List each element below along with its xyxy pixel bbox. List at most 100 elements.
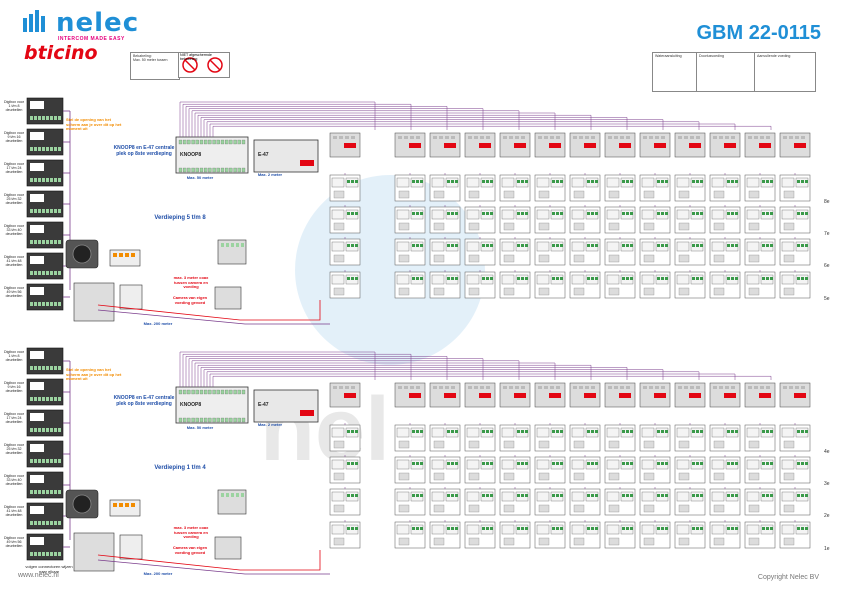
floor-label: 6e <box>824 263 830 269</box>
digibox-terminal <box>30 552 33 556</box>
digibox-terminal <box>42 552 45 556</box>
node-terminal <box>191 417 195 423</box>
apartment-station <box>678 190 690 199</box>
node-terminal <box>216 139 220 145</box>
digibox-terminal <box>46 552 49 556</box>
apartment-station <box>333 440 345 449</box>
apartment-station <box>643 504 655 513</box>
apartment-terminal <box>552 212 555 215</box>
node-terminal <box>233 417 237 423</box>
apartment-terminal <box>797 462 800 465</box>
max-bus-label: Max. 50 meter <box>186 425 214 430</box>
node-terminal <box>208 139 212 145</box>
apartment-station <box>643 472 655 481</box>
digibox-terminal <box>30 209 33 213</box>
digibox-terminal <box>38 147 41 151</box>
distribution-terminal <box>649 386 653 389</box>
node-terminal <box>183 417 187 423</box>
cable-bus <box>188 358 484 387</box>
apartment-terminal <box>700 462 703 465</box>
apartment-terminal <box>351 430 354 433</box>
bottom-label: volgen connectoren wijzen naar elkaar <box>25 564 73 574</box>
note-unshielded-text: NIET afgeschermde bekabeling <box>180 53 212 61</box>
apartment-terminal <box>412 180 415 183</box>
distribution-terminal <box>696 386 700 389</box>
footer-copyright: Copyright Nelec BV <box>757 574 819 581</box>
dtp-terminal <box>241 243 244 247</box>
apartment-terminal <box>490 494 493 497</box>
apartment-terminal <box>692 277 695 280</box>
apartment-terminal <box>347 277 350 280</box>
apartment-terminal <box>482 494 485 497</box>
apartment-terminal <box>416 244 419 247</box>
apartment-terminal <box>455 244 458 247</box>
apartment-terminal <box>351 212 354 215</box>
digibox-terminal <box>50 147 53 151</box>
apartment-terminal <box>351 277 354 280</box>
distribution-brand <box>689 143 701 148</box>
node-terminal <box>208 167 212 173</box>
relay-terminal <box>131 253 135 257</box>
distribution-terminal <box>748 136 752 139</box>
apartment-terminal <box>560 212 563 215</box>
apartment-monitor <box>466 491 480 502</box>
node-terminal <box>183 389 187 395</box>
apartment-terminal <box>517 212 520 215</box>
apartment-station <box>398 190 410 199</box>
apartment-station <box>678 537 690 546</box>
node-terminal <box>233 167 237 173</box>
apartment-terminal <box>595 430 598 433</box>
apartment-monitor <box>711 177 725 188</box>
apartment-terminal <box>661 212 664 215</box>
distribution-terminal <box>748 386 752 389</box>
apartment-terminal <box>521 527 524 530</box>
distribution-terminal <box>550 386 554 389</box>
digibox-terminal <box>58 366 61 370</box>
distribution-brand <box>514 143 526 148</box>
apartment-station <box>783 537 795 546</box>
apartment-station <box>433 254 445 263</box>
apartment-terminal <box>420 277 423 280</box>
apartment-monitor <box>746 241 760 252</box>
apartment-terminal <box>801 494 804 497</box>
apartment-monitor <box>396 459 410 470</box>
apartment-terminal <box>416 462 419 465</box>
apartment-terminal <box>735 244 738 247</box>
digibox-terminal <box>30 428 33 432</box>
node-terminal <box>225 139 229 145</box>
digibox-terminal <box>50 397 53 401</box>
apartment-monitor <box>396 209 410 220</box>
apartment-terminal <box>735 212 738 215</box>
apartment-terminal <box>412 494 415 497</box>
apartment-terminal <box>805 462 808 465</box>
apartment-terminal <box>735 277 738 280</box>
apartment-terminal <box>727 462 730 465</box>
apartment-terminal <box>552 277 555 280</box>
digibox-terminal <box>30 116 33 120</box>
distribution-terminal <box>474 386 478 389</box>
apartment-station <box>468 190 480 199</box>
distribution-terminal <box>345 386 349 389</box>
distribution-terminal <box>451 386 455 389</box>
digibox-terminal <box>50 240 53 244</box>
apartment-station <box>678 287 690 296</box>
apartment-terminal <box>626 212 629 215</box>
digibox-terminal <box>58 178 61 182</box>
node-terminal <box>191 389 195 395</box>
distribution-brand <box>689 393 701 398</box>
digibox-terminal <box>30 147 33 151</box>
apartment-terminal <box>560 244 563 247</box>
note-extra-power-text: Aanvullende voeding <box>757 54 791 58</box>
apartment-monitor <box>331 177 345 188</box>
apartment-station <box>538 190 550 199</box>
apartment-terminal <box>657 180 660 183</box>
apartment-terminal <box>762 430 765 433</box>
apartment-monitor <box>501 209 515 220</box>
node-label: KNOOP8 en E-47 centrale plek op 8ste ver… <box>113 395 175 407</box>
digibox-terminal <box>54 552 57 556</box>
entry-panel <box>73 532 115 572</box>
apartment-terminal <box>591 277 594 280</box>
apartment-station <box>503 254 515 263</box>
apartment-terminal <box>521 180 524 183</box>
distribution-terminal <box>451 136 455 139</box>
